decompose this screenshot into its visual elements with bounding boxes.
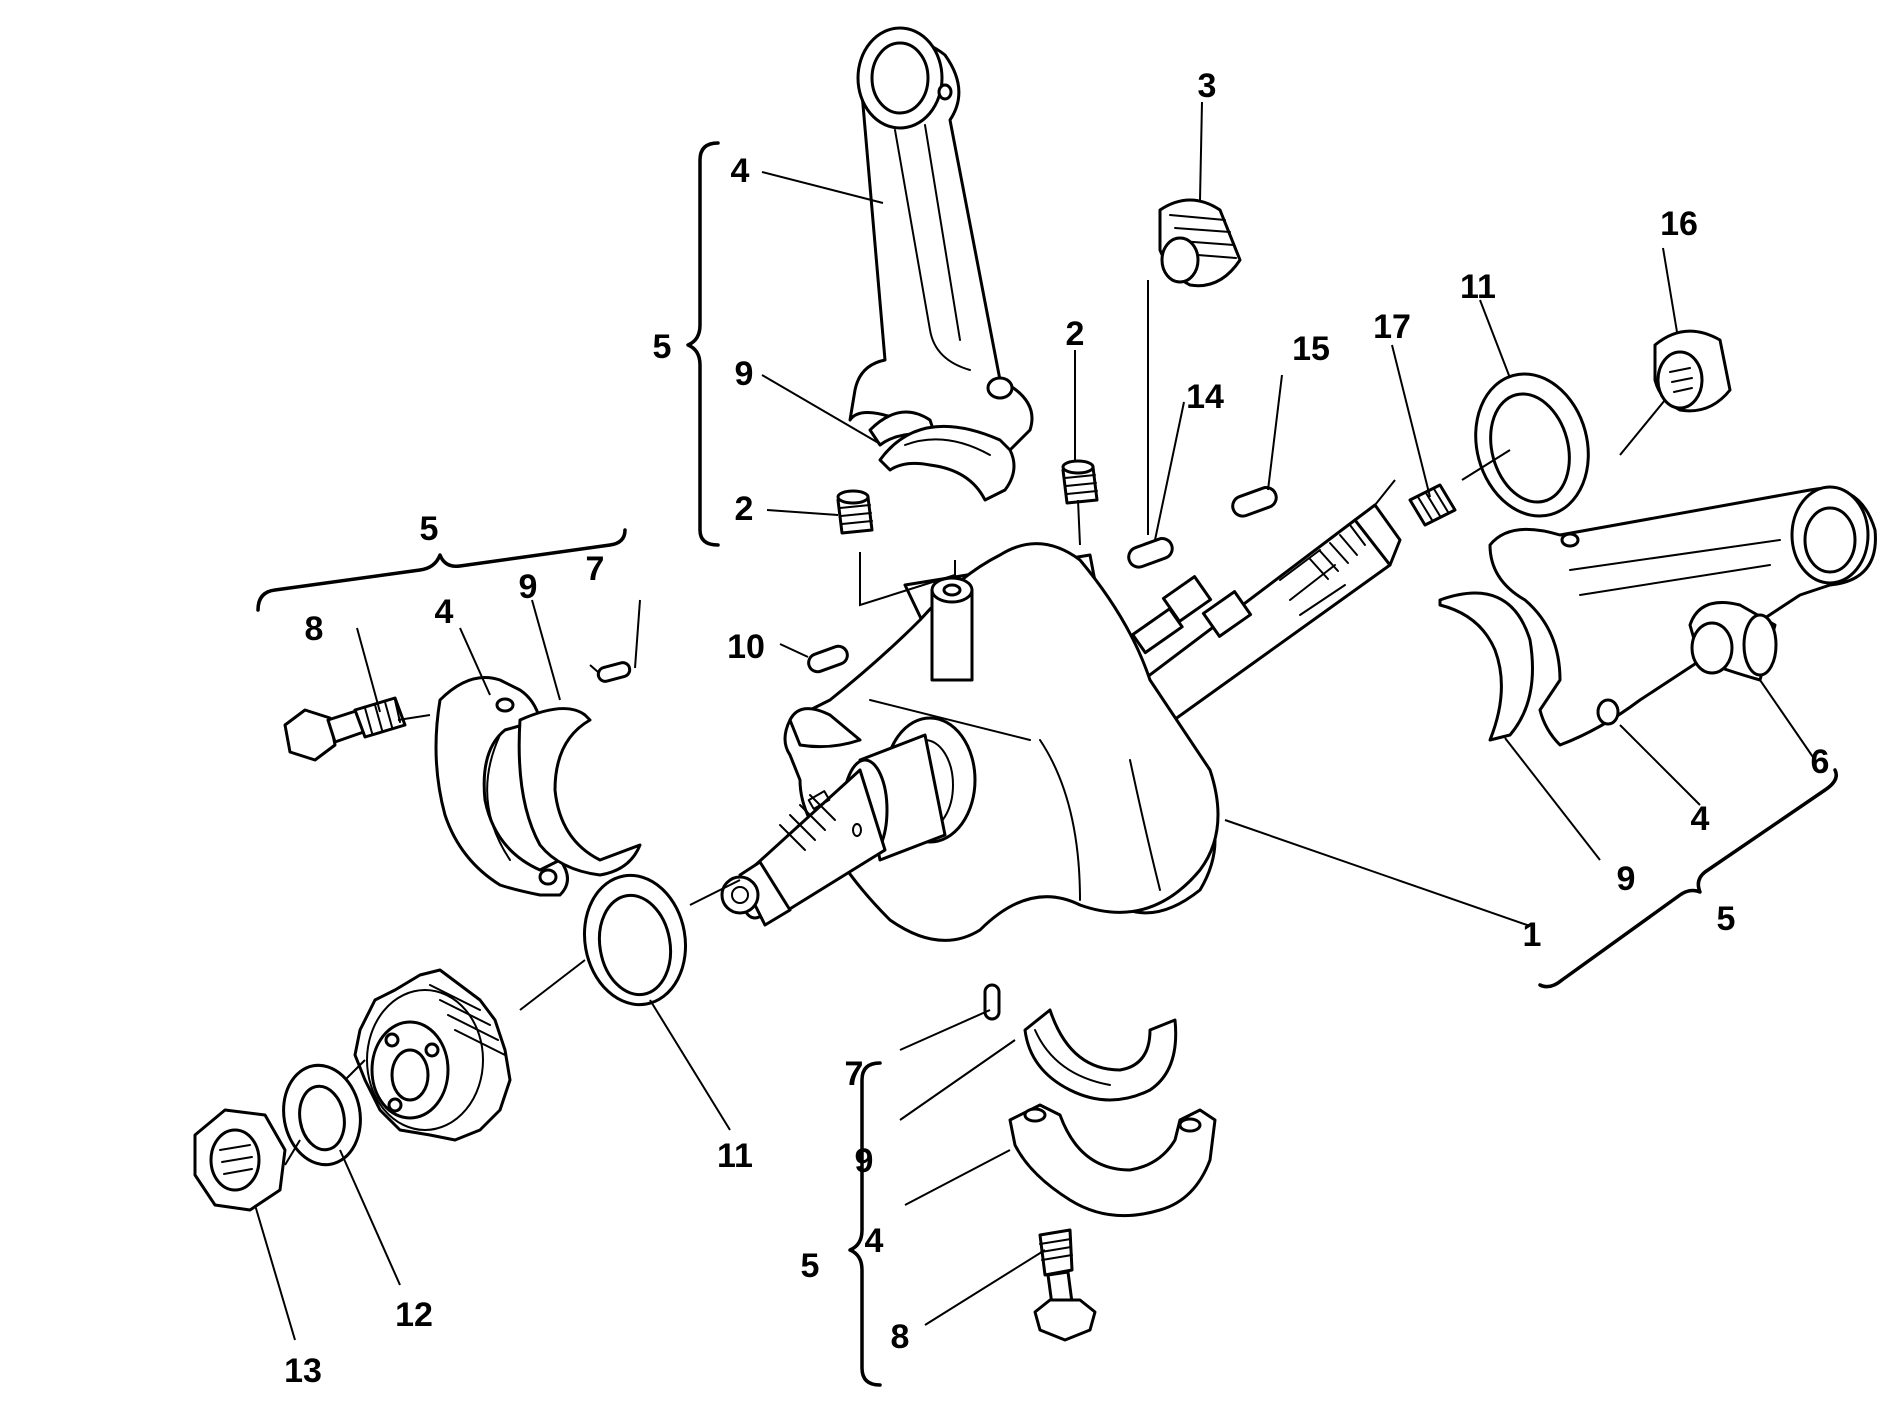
oil-seal-right <box>1474 372 1590 518</box>
callout-3: 3 <box>1198 67 1217 105</box>
key-15 <box>1231 486 1278 518</box>
callout-2-right: 2 <box>1066 315 1085 353</box>
callout-12: 12 <box>395 1296 433 1334</box>
connecting-rod-right <box>1488 485 1877 747</box>
grub-screw-upper <box>836 489 874 535</box>
callout-4-right: 4 <box>1691 800 1710 838</box>
callout-5-upper: 5 <box>653 328 672 366</box>
key-10 <box>807 644 849 674</box>
callout-4-left: 4 <box>435 593 454 631</box>
callout-5-bottom: 5 <box>801 1247 820 1285</box>
nut-13 <box>193 1108 287 1212</box>
callout-2-upper: 2 <box>735 490 754 528</box>
bearing-cap-left <box>434 676 569 897</box>
callout-9-upper: 9 <box>735 355 754 393</box>
leader-lines <box>254 101 1816 1341</box>
connecting-rod-upper <box>848 26 1034 472</box>
callout-9-left: 9 <box>519 568 538 606</box>
nut-16 <box>1653 329 1732 413</box>
callout-7-bottom: 7 <box>845 1055 864 1093</box>
bolt-8-left <box>283 696 407 762</box>
callout-1: 1 <box>1523 916 1542 954</box>
callout-7-left: 7 <box>586 550 605 588</box>
brace-bottom <box>848 1061 882 1387</box>
bearing-cap-bottom <box>1008 1103 1217 1218</box>
callout-4-bottom: 4 <box>865 1222 884 1260</box>
callout-14: 14 <box>1186 378 1224 416</box>
callout-11-front: 11 <box>717 1137 753 1175</box>
callout-9-bottom: 9 <box>855 1142 874 1180</box>
dowel-7-left <box>596 661 632 683</box>
callout-6: 6 <box>1811 743 1830 781</box>
bearing-shell-upper <box>878 424 1016 502</box>
callout-8-bottom: 8 <box>891 1318 910 1356</box>
callout-5-left: 5 <box>420 510 439 548</box>
callout-labels: 1 2 2 3 4 4 4 4 5 5 5 5 6 7 7 8 8 9 9 9 … <box>284 67 1829 1390</box>
callout-13: 13 <box>284 1352 322 1390</box>
brace-right <box>1538 768 1838 989</box>
brace-left <box>256 528 627 612</box>
grub-screw-right <box>1061 459 1099 505</box>
grub-screw-17 <box>1408 483 1457 527</box>
callout-15: 15 <box>1292 330 1330 368</box>
brace-upper <box>686 141 720 547</box>
callout-16: 16 <box>1660 205 1698 243</box>
timing-gear <box>353 968 512 1142</box>
bolt-8-bottom <box>1033 1228 1097 1342</box>
callout-9-right: 9 <box>1617 860 1636 898</box>
callout-4-upper: 4 <box>731 152 750 190</box>
callout-17: 17 <box>1373 308 1411 346</box>
callout-10: 10 <box>727 628 765 666</box>
bearing-shell-bottom <box>1023 1008 1178 1102</box>
key-14 <box>1127 537 1174 569</box>
bush-6 <box>1688 601 1778 682</box>
washer-12 <box>282 1063 362 1167</box>
callout-11-right: 11 <box>1460 268 1496 306</box>
crankshaft <box>720 503 1402 942</box>
dowel-7-bottom <box>983 983 1001 1021</box>
plug <box>1158 198 1242 288</box>
callout-8-left: 8 <box>305 610 324 648</box>
callout-5-right: 5 <box>1717 900 1736 938</box>
bearing-shell-left <box>517 707 642 877</box>
oil-seal-front <box>582 873 688 1007</box>
bearing-shell-right <box>1438 591 1534 742</box>
